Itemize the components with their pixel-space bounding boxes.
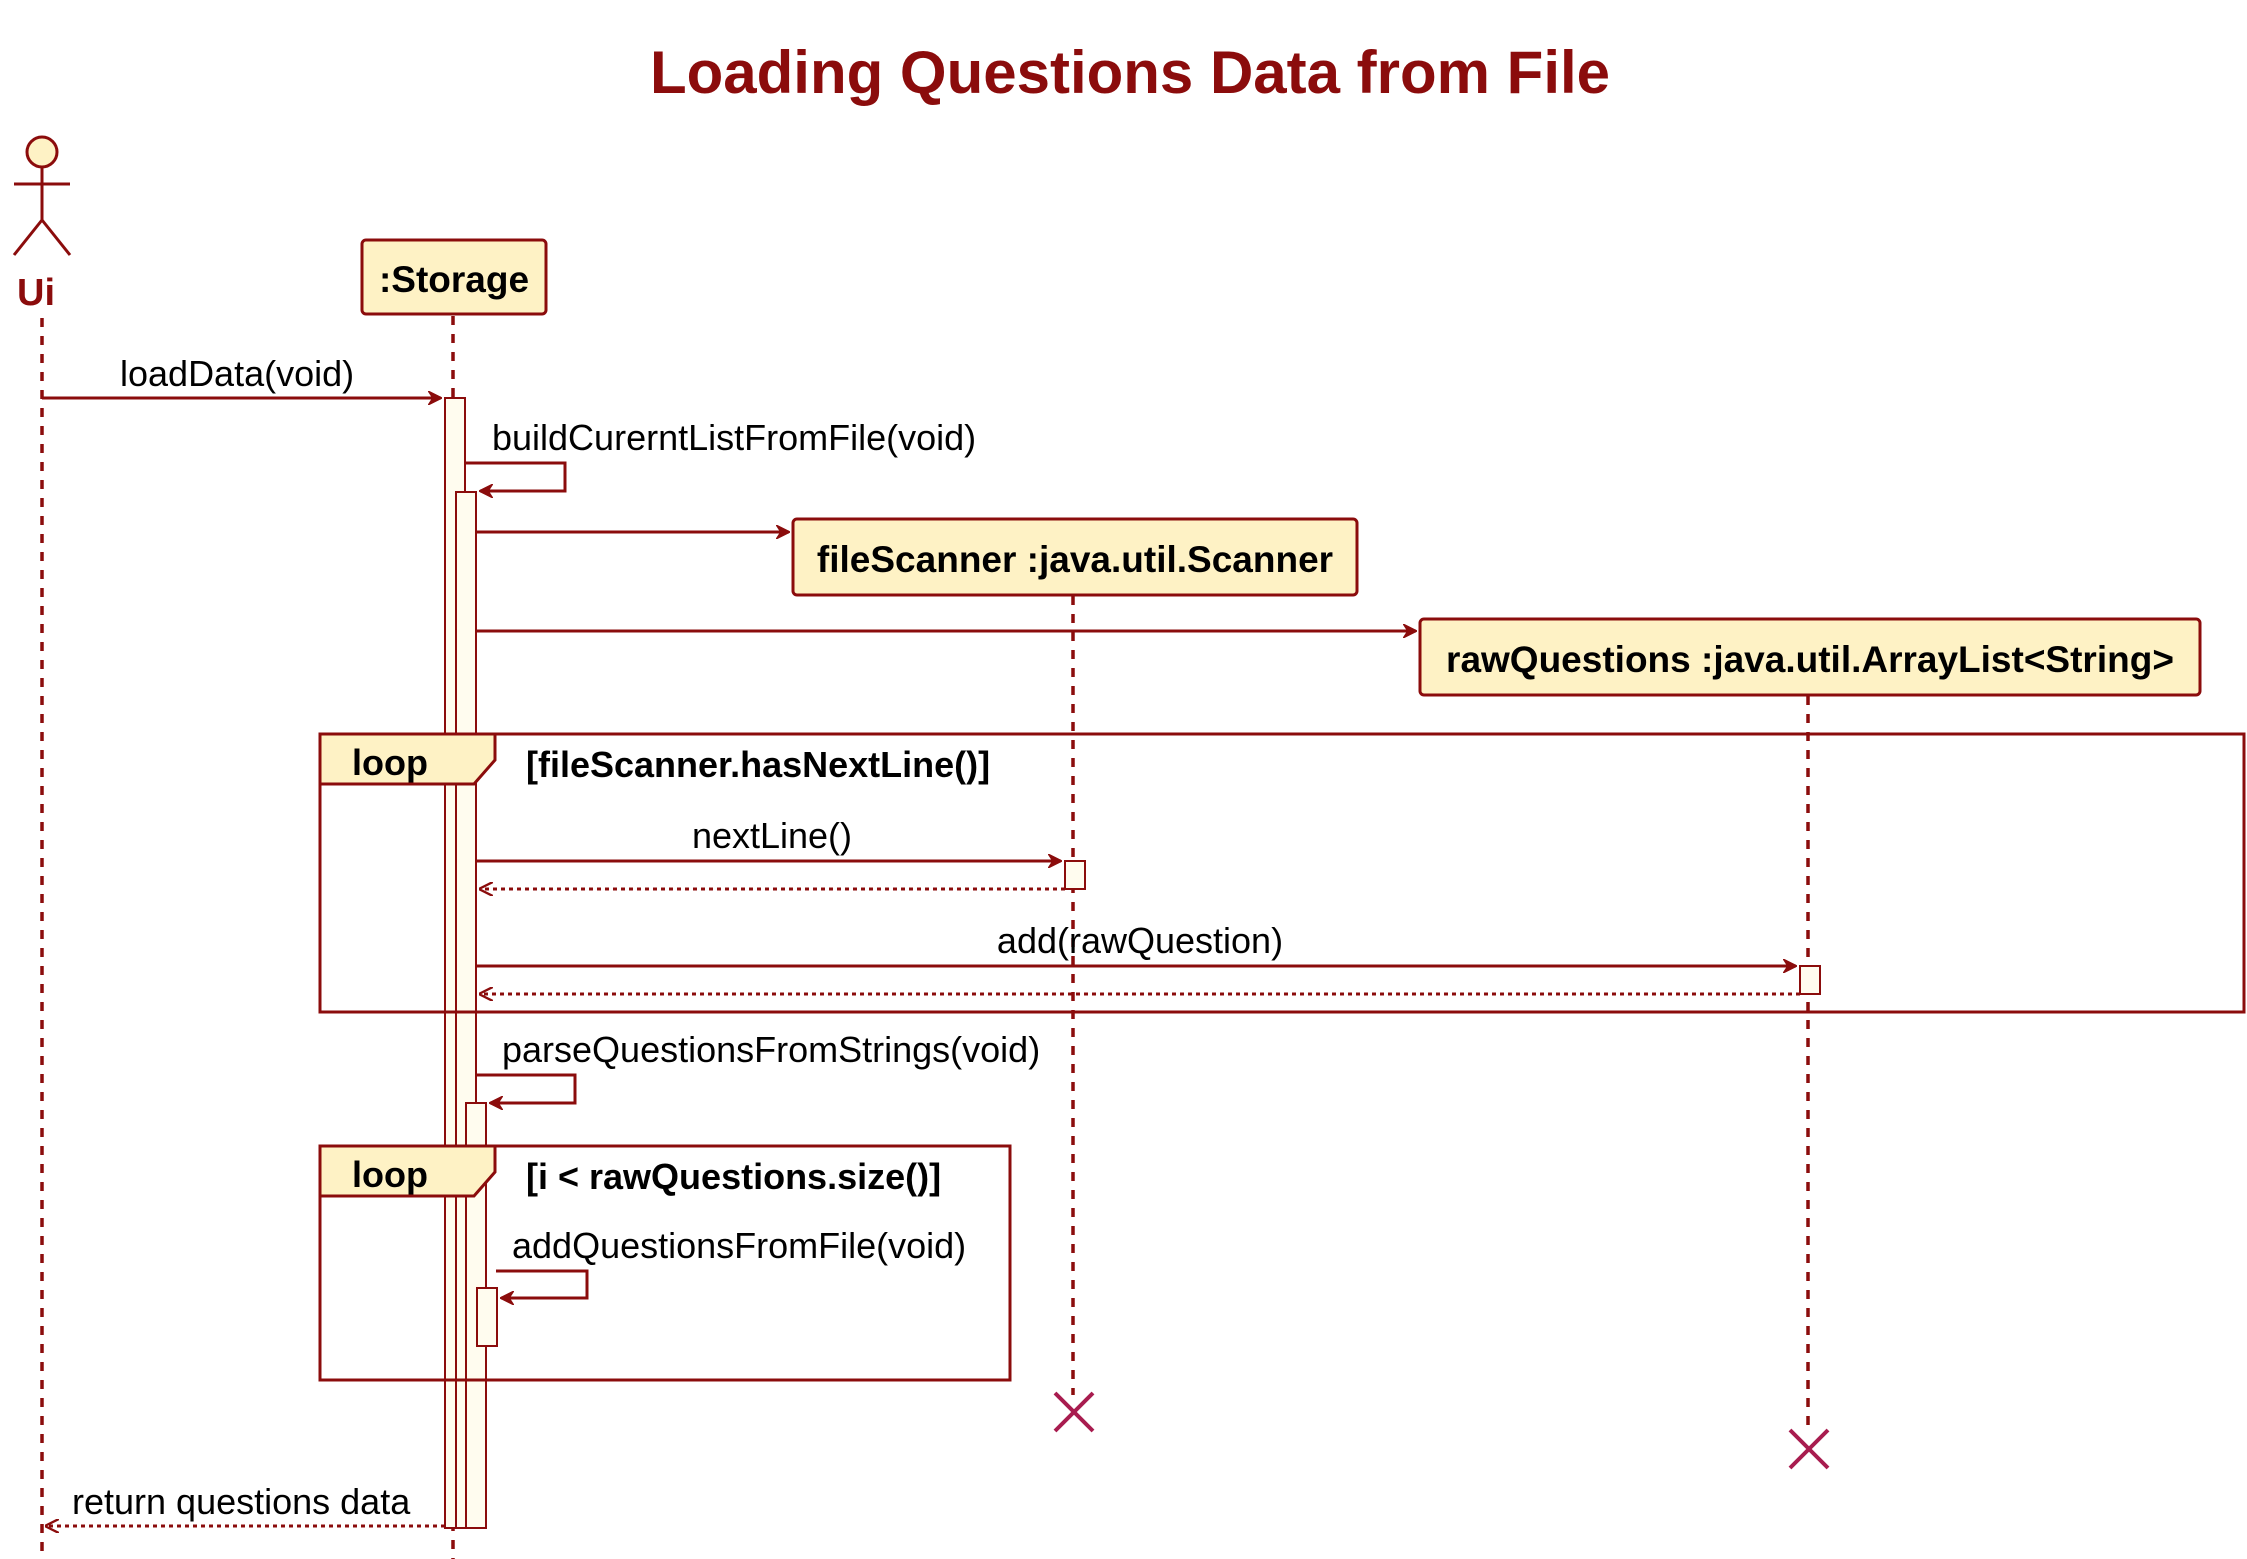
- raw-questions-label: rawQuestions :java.util.ArrayList<String…: [1446, 639, 2174, 680]
- parse-arrow: [476, 1073, 577, 1103]
- loop-1-keyword: loop: [352, 742, 428, 783]
- raw-destroy-icon: [1788, 1428, 1830, 1470]
- return-data-label: return questions data: [72, 1481, 411, 1522]
- actor-ui-icon: [12, 135, 72, 256]
- raw-activation: [1799, 965, 1821, 995]
- actor-ui-label: Ui: [17, 272, 55, 314]
- build-list-label: buildCurerntListFromFile(void): [492, 417, 976, 458]
- scanner-label: fileScanner :java.util.Scanner: [817, 539, 1333, 580]
- diagram-title: Loading Questions Data from File: [650, 39, 1610, 106]
- parse-label: parseQuestionsFromStrings(void): [502, 1029, 1040, 1070]
- loop-frame-2: loop [i < rawQuestions.size()]: [318, 1144, 1012, 1382]
- scanner-participant: fileScanner :java.util.Scanner: [791, 517, 1359, 597]
- build-list-arrow: [465, 461, 567, 491]
- add-raw-label: add(rawQuestion): [997, 920, 1283, 961]
- storage-participant: :Storage: [360, 238, 548, 316]
- add-from-file-label: addQuestionsFromFile(void): [512, 1225, 966, 1266]
- loop-frame-1: loop [fileScanner.hasNextLine()]: [318, 732, 2246, 1014]
- load-data-label: loadData(void): [120, 353, 354, 394]
- raw-questions-participant: rawQuestions :java.util.ArrayList<String…: [1418, 617, 2202, 697]
- loop-1-guard: [fileScanner.hasNextLine()]: [526, 744, 990, 785]
- loop-2-keyword: loop: [352, 1154, 428, 1195]
- loop-2-guard: [i < rawQuestions.size()]: [526, 1156, 941, 1197]
- scanner-destroy-icon: [1053, 1391, 1095, 1433]
- scanner-activation: [1064, 860, 1086, 890]
- add-from-file-arrow: [496, 1269, 589, 1298]
- storage-label: :Storage: [379, 259, 529, 300]
- next-line-label: nextLine(): [692, 815, 852, 856]
- storage-activation-add: [476, 1287, 498, 1347]
